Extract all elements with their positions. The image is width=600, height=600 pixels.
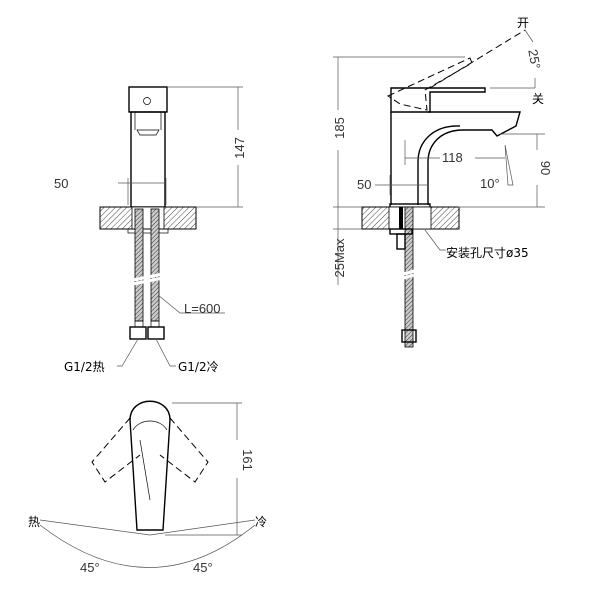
hot-inlet-label: G1/2热	[64, 360, 105, 374]
top-length-dimension: 161	[240, 449, 255, 471]
cold-nut	[147, 326, 165, 340]
front-view: 147 50 L=600 G1/2热 G1/2冷	[54, 86, 247, 374]
lever-handle	[390, 87, 486, 113]
left-angle-label: 45°	[80, 560, 100, 575]
hose-length-label: L=600	[184, 301, 221, 316]
cold-handle-position	[159, 417, 209, 483]
top-view: 161 热 冷 45° 45°	[28, 400, 267, 575]
deck-thickness-dimension: 25Max	[332, 238, 347, 278]
close-label: 关	[532, 92, 544, 106]
front-width-dimension: 50	[54, 176, 68, 191]
hot-hose	[134, 208, 144, 322]
cold-hose	[150, 208, 160, 322]
cold-direction-label: 冷	[255, 515, 267, 529]
hot-direction-label: 热	[28, 515, 40, 529]
cold-inlet-label: G1/2冷	[178, 360, 219, 374]
open-handle-position	[386, 29, 526, 111]
reach-dimension: 118	[442, 150, 463, 165]
side-view: 185 25Max 118 10° 90 50 25° 开 关 安装孔尺寸ø35	[332, 16, 553, 348]
total-height-dimension: 185	[332, 117, 347, 139]
faucet-body	[130, 111, 166, 208]
spout-angle-label: 10°	[480, 176, 500, 191]
spout-height-dimension: 90	[538, 161, 553, 175]
open-label: 开	[517, 16, 529, 30]
front-height-dimension: 147	[232, 137, 247, 159]
mounting-hole-label: 安装孔尺寸ø35	[446, 245, 529, 260]
handle-cap	[128, 86, 168, 113]
indicator-hole	[143, 97, 151, 105]
side-width-dimension: 50	[357, 177, 371, 192]
hot-nut	[129, 326, 147, 340]
right-angle-label: 45°	[193, 560, 213, 575]
handle-top-outline	[129, 400, 171, 531]
handle-angle-label: 25°	[525, 48, 543, 70]
hot-handle-position	[91, 417, 141, 483]
